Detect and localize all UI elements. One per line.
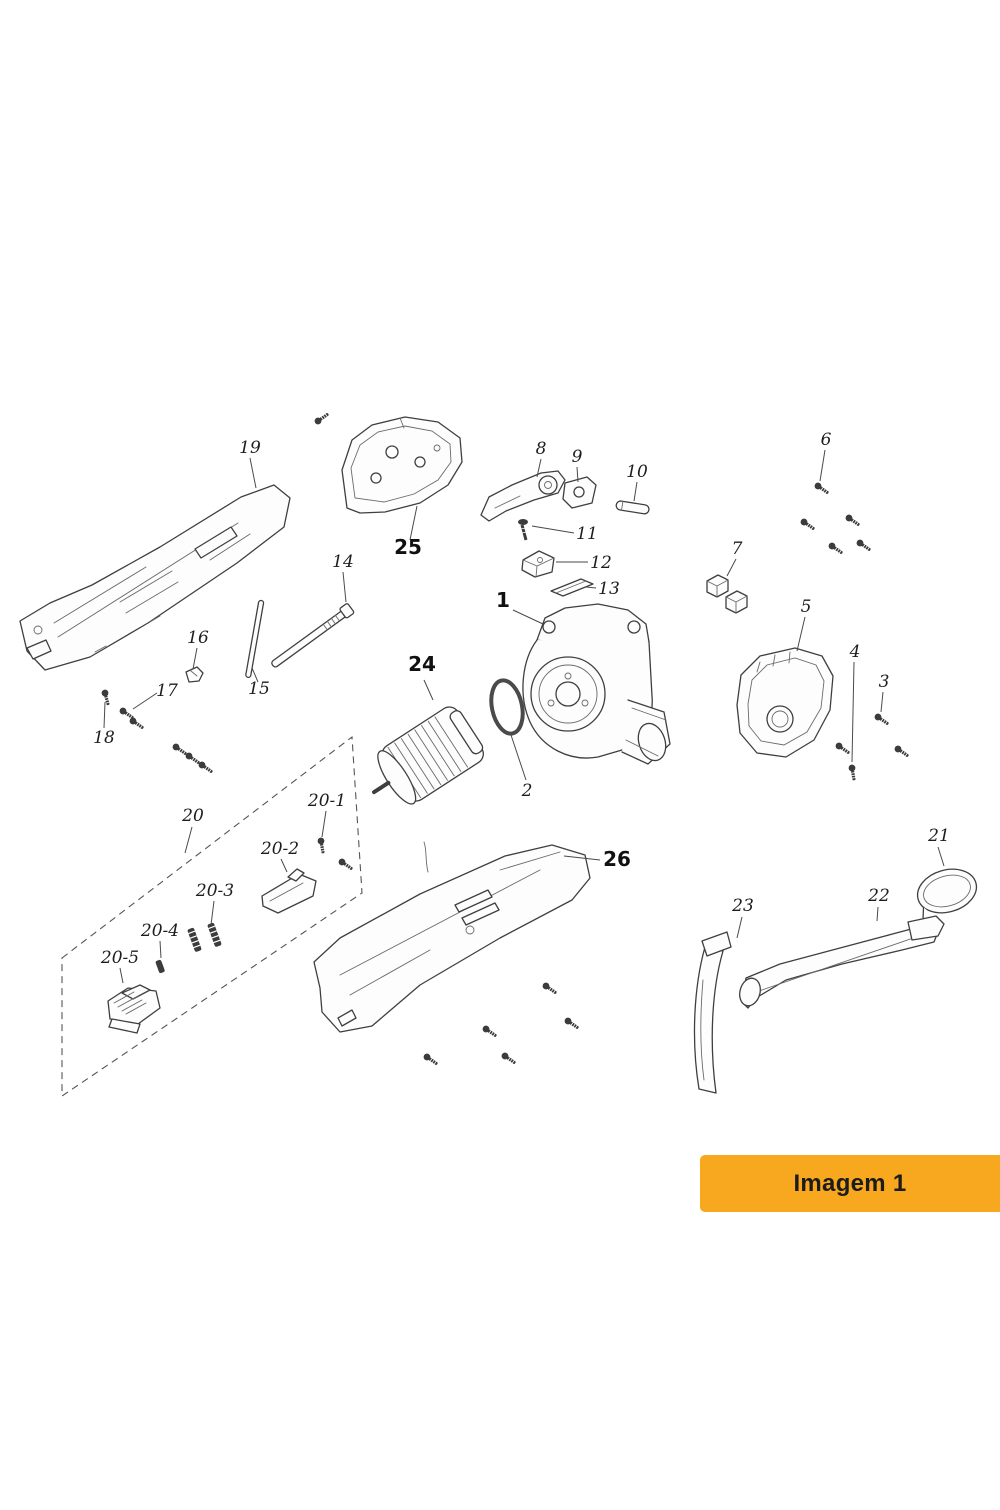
callout-labels: 1 2 3 4 5 6 7 8 9 10 11 12 13 14 15 16 1… [93,430,950,968]
label-22: 22 [867,886,890,906]
part-9-bracket [562,476,597,509]
label-26: 26 [603,847,631,871]
screw [872,711,891,728]
part-10-pin [615,500,650,515]
part-12-switch-block [521,550,555,578]
screw [312,410,331,427]
part-20-5-switch [107,984,161,1034]
part-13-plate [550,578,594,597]
part-20-2-bracket [261,868,317,914]
label-20-4: 20-4 [140,921,179,941]
screw [826,540,845,557]
label-18: 18 [93,728,115,748]
label-9: 9 [572,447,583,467]
label-5: 5 [801,597,812,617]
part-11-screw [518,519,529,541]
screw [183,750,202,767]
part-21-clamp-ring [916,868,978,921]
part-15-pin [245,599,265,679]
screw [892,743,911,760]
label-12: 12 [590,553,612,573]
screw [499,1050,518,1067]
part-24-motor [372,706,484,805]
screw [480,1023,499,1040]
label-15: 15 [248,679,270,699]
part-16-clip [185,666,204,683]
part-20-4-pin [155,959,165,974]
part-2-o-ring [489,678,525,736]
screw [316,836,327,855]
label-10: 10 [626,462,648,482]
image-caption-banner: Imagem 1 [700,1155,1000,1212]
label-16: 16 [187,628,209,648]
label-20: 20 [181,806,204,826]
screw [854,537,873,554]
label-6: 6 [821,430,832,450]
label-2: 2 [521,781,533,801]
label-24: 24 [408,652,436,676]
screw [170,741,189,758]
label-19: 19 [239,438,261,458]
screw [843,512,862,529]
part-14-spindle [271,603,355,668]
screw [127,715,146,732]
label-20-2: 20-2 [260,839,299,859]
screw [540,980,559,997]
label-20-5: 20-5 [100,948,139,968]
part-26-housing-right [313,841,591,1033]
label-4: 4 [849,642,861,662]
screw [562,1015,581,1032]
image-caption: Imagem 1 [793,1169,907,1197]
part-20-group-box [61,735,363,1098]
label-25: 25 [394,535,422,559]
screw [798,516,817,533]
part-22-tube-arm [739,915,945,1009]
screw [812,480,831,497]
label-14: 14 [332,552,354,572]
screw [421,1051,440,1068]
label-7: 7 [732,539,743,559]
part-8-trigger [480,470,566,522]
part-23-strap [693,931,732,1094]
label-1: 1 [496,588,510,612]
leader-lines [103,449,945,984]
part-19-housing-left [19,484,291,671]
label-23: 23 [731,896,754,916]
label-20-1: 20-1 [307,791,346,811]
label-17: 17 [156,681,178,701]
screw [196,759,215,776]
part-7-nuts [706,574,748,614]
part-1-gear-housing [522,603,671,765]
part-20-3-springs [187,922,222,952]
part-5-gear-cover [736,647,834,758]
label-3: 3 [879,672,890,692]
label-8: 8 [536,439,547,459]
label-13: 13 [598,579,620,599]
screw [100,688,112,707]
label-20-3: 20-3 [195,881,234,901]
screw [833,740,852,757]
label-11: 11 [576,524,598,544]
screw [336,856,355,873]
label-21: 21 [927,826,950,846]
part-25-bracket-plate [341,416,463,514]
screw [847,763,858,782]
